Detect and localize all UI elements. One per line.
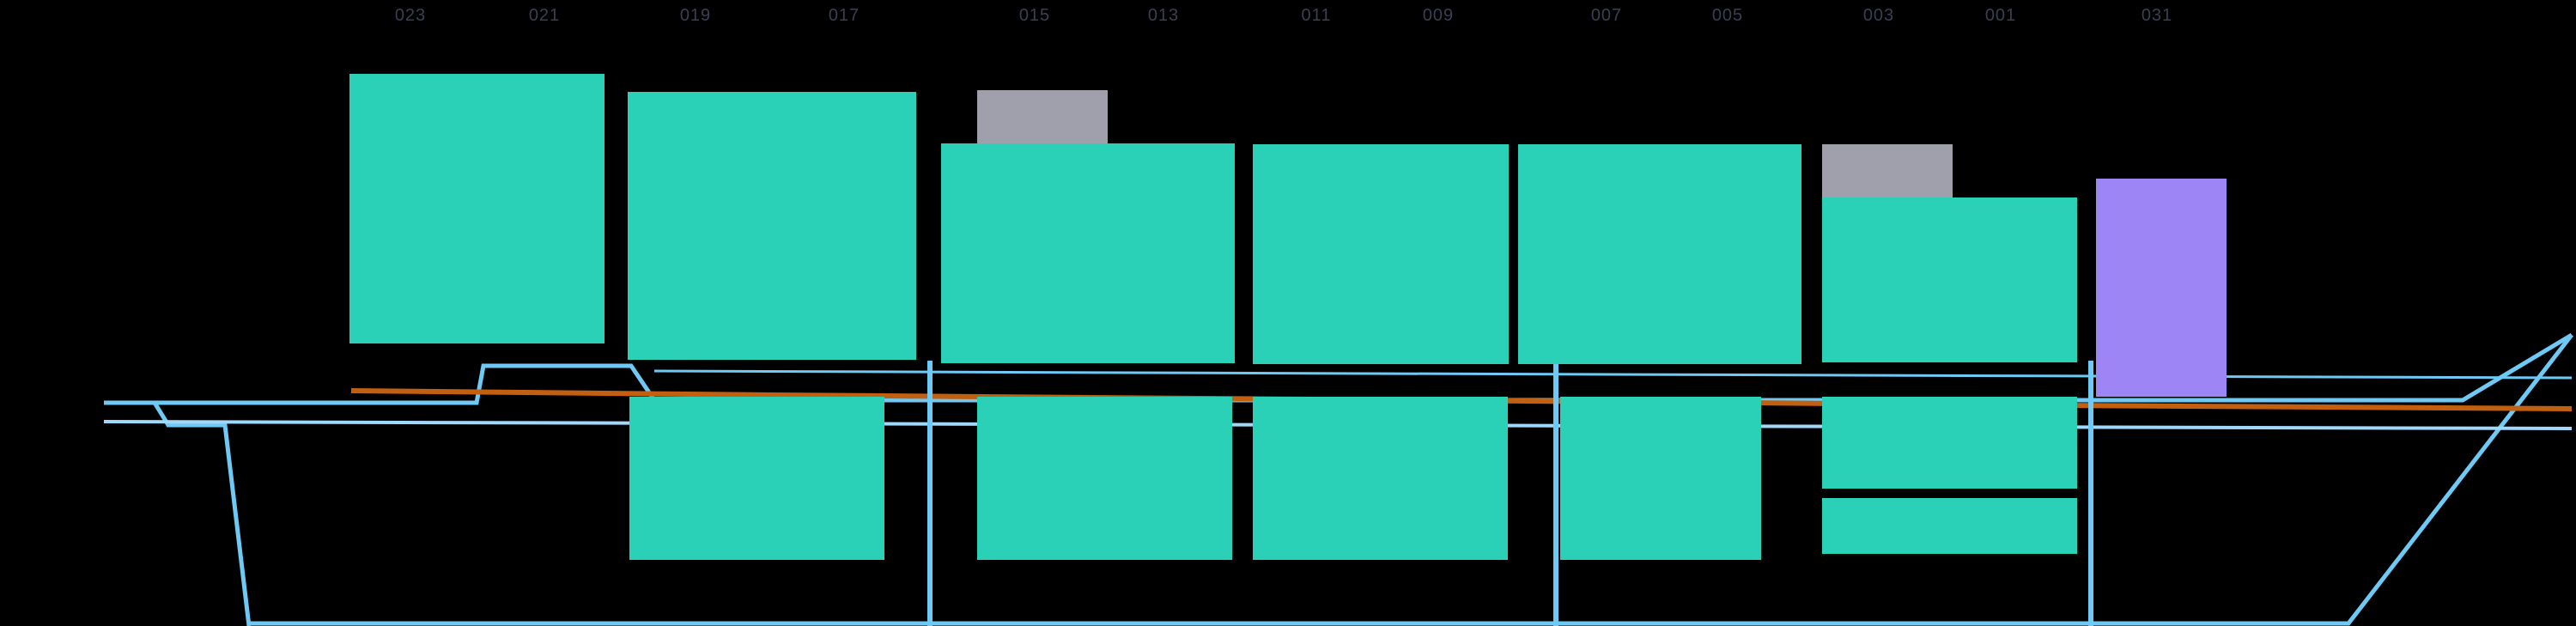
hold-stack-bay-021[interactable]	[629, 397, 884, 560]
hold-stack-bay-013[interactable]	[1822, 498, 2077, 554]
stern-profile-line	[104, 400, 252, 626]
bay-label-013: 013	[1147, 6, 1180, 25]
hold-stack-bay-019[interactable]	[977, 397, 1232, 560]
deck-stack-bay-021[interactable]	[628, 92, 916, 360]
bay-label-003: 003	[1862, 6, 1895, 25]
bay-label-011: 011	[1301, 6, 1332, 25]
deck-stack-bay-011[interactable]	[2096, 179, 2227, 397]
hold-stack-bay-013[interactable]	[1822, 397, 2077, 489]
deck-stack-bay-017[interactable]	[1253, 144, 1509, 364]
deck-stack-bay-019[interactable]	[941, 143, 1235, 363]
bay-label-015: 015	[1018, 6, 1051, 25]
bay-label-021: 021	[528, 6, 561, 25]
deck-stack-bay-013[interactable]	[1822, 144, 1953, 198]
bay-label-023: 023	[394, 6, 427, 25]
deck-stack-bay-015[interactable]	[1518, 144, 1801, 364]
bay-label-009: 009	[1422, 6, 1455, 25]
deck-edge-line	[653, 369, 2573, 380]
bay-label-005: 005	[1711, 6, 1744, 25]
bay-label-007: 007	[1590, 6, 1623, 25]
hold-stack-bay-017[interactable]	[1253, 397, 1508, 560]
deck-stack-bay-013[interactable]	[1822, 198, 2077, 362]
bay-label-001: 001	[1984, 6, 2017, 25]
bay-label-031: 031	[2141, 6, 2173, 25]
bay-label-019: 019	[679, 6, 712, 25]
bay-label-017: 017	[828, 6, 860, 25]
deck-stack-bay-023[interactable]	[349, 74, 605, 343]
hold-stack-bay-015[interactable]	[1560, 397, 1761, 560]
deck-stack-bay-019[interactable]	[977, 90, 1108, 143]
